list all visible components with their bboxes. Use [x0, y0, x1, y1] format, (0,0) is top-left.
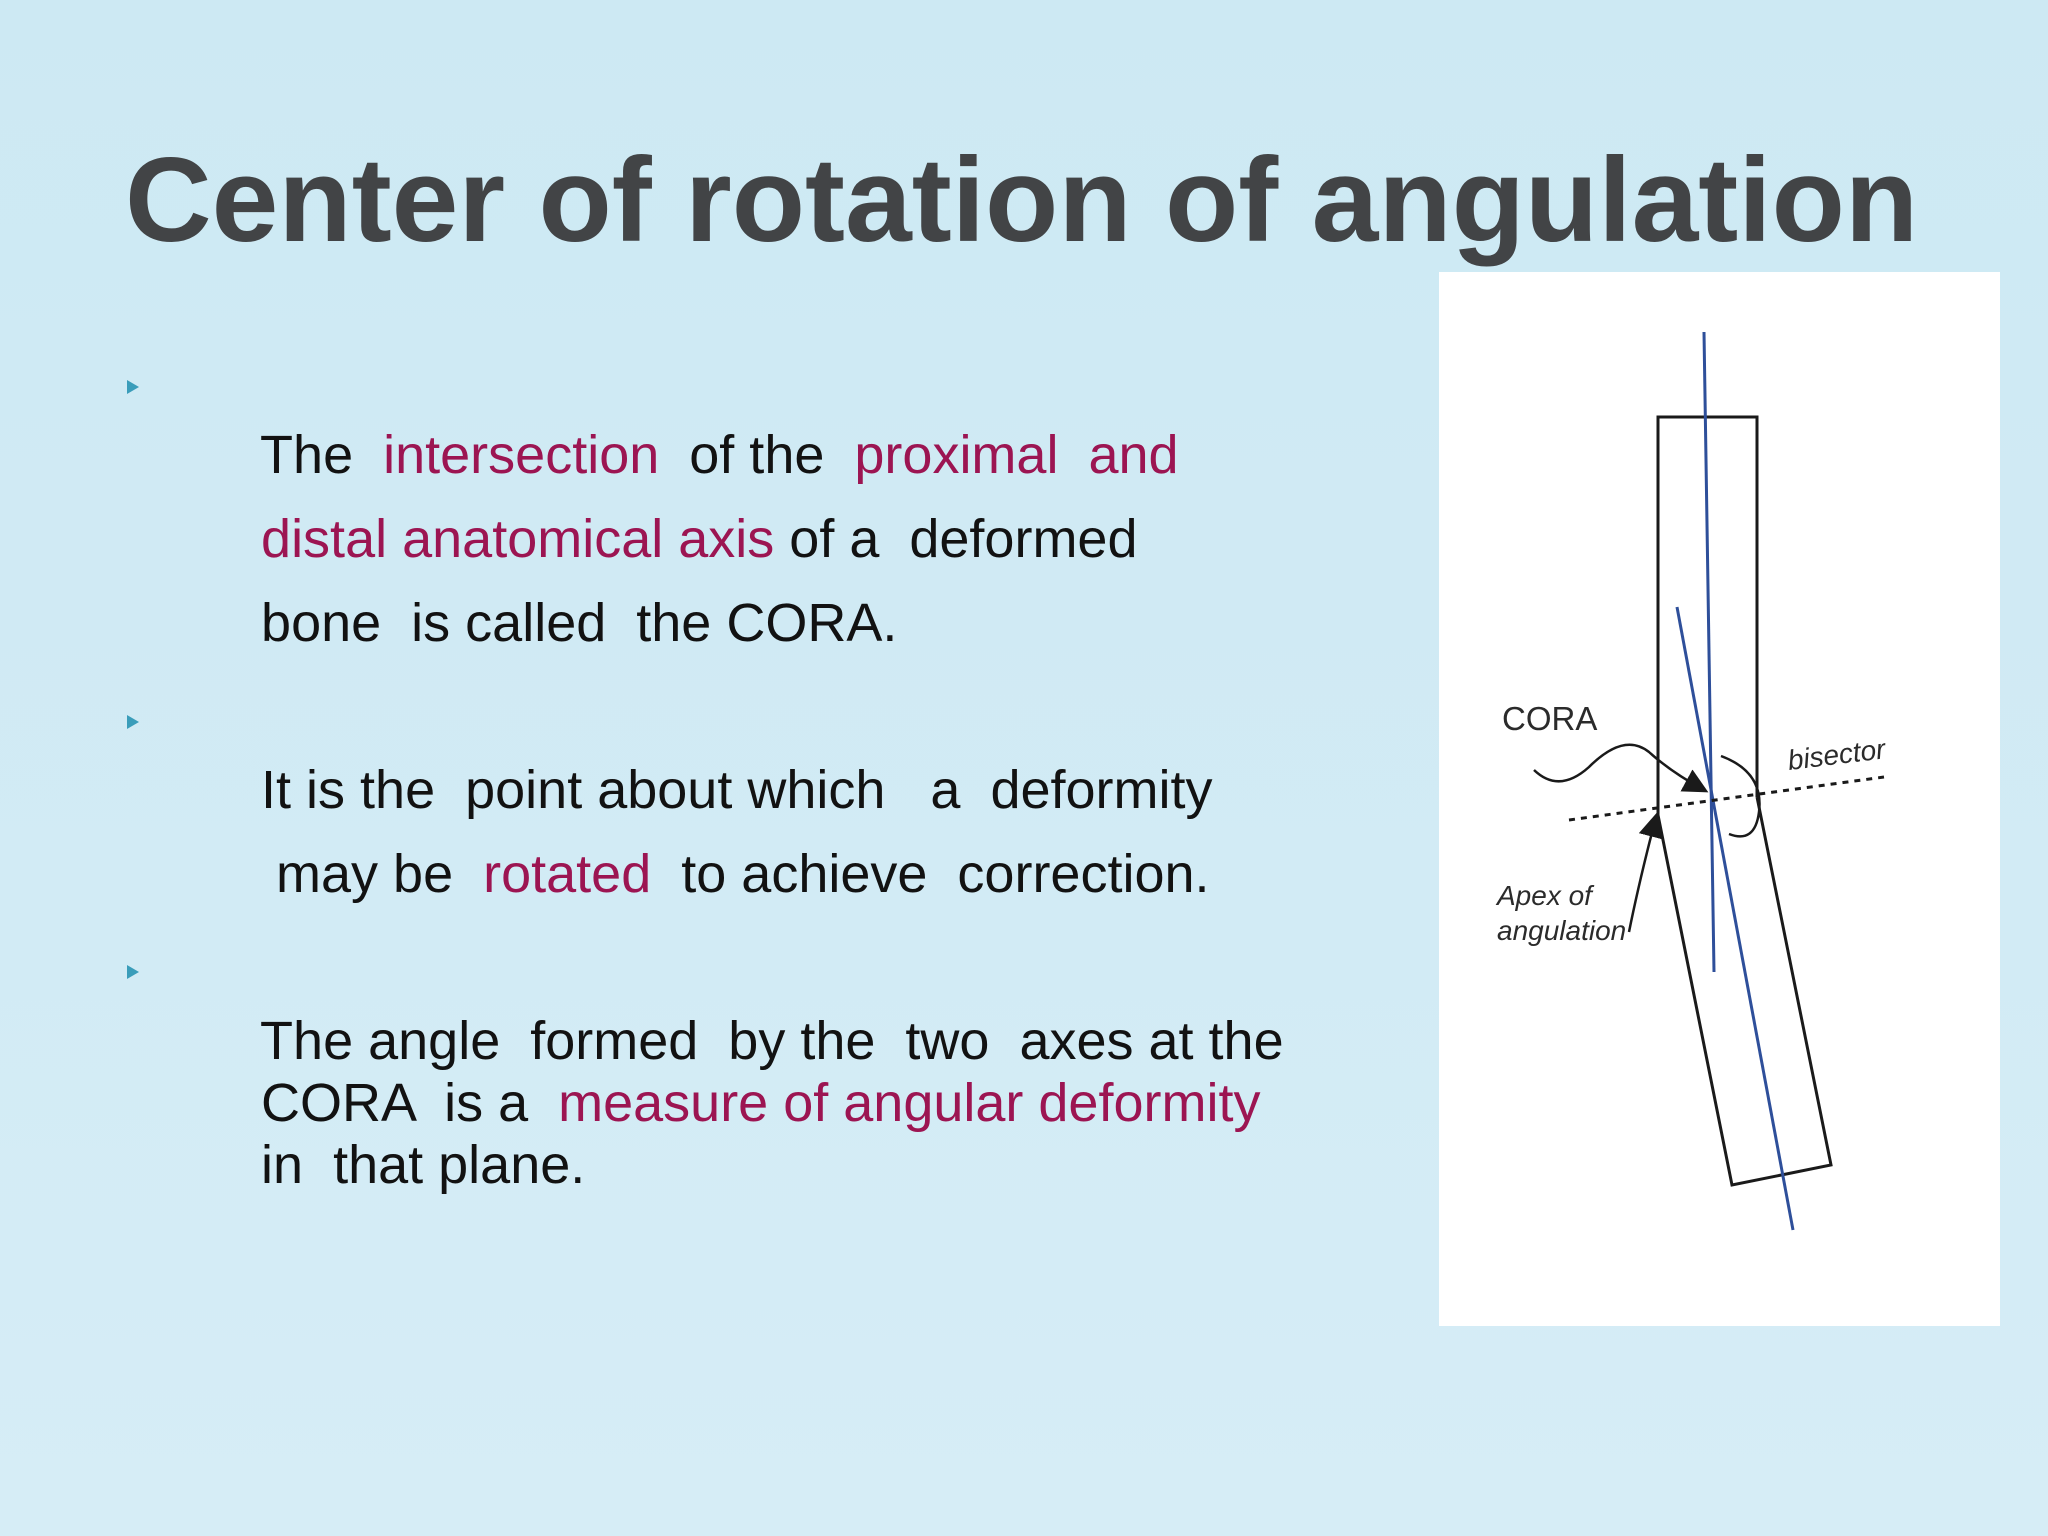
text-run: of the: [659, 425, 855, 485]
cora-label: CORA: [1502, 700, 1597, 737]
cora-pointer: [1533, 743, 1709, 793]
cora-diagram-svg: CORA bisector Apex of angulation: [1495, 331, 1889, 1231]
text-run: to achieve correction.: [651, 844, 1210, 904]
text-run: The: [260, 425, 384, 485]
distal-bone-outline: [1656, 796, 1833, 1187]
text-run: of a deformed: [774, 509, 1138, 569]
bullet-1-line-3: bone is called the CORA.: [171, 530, 897, 716]
bullet-marker-icon: [127, 715, 139, 729]
bullet-2-line-2: may be rotated to achieve correction.: [171, 781, 1210, 967]
bullet-marker-icon: [127, 380, 139, 394]
apex-label-line-2: angulation: [1497, 915, 1626, 946]
bullet-1-line-2: distal anatomical axis of a deformed: [171, 446, 1138, 632]
text-run: CORA is a: [261, 1073, 559, 1133]
text-run: bone is called the CORA.: [261, 593, 898, 653]
text-run: The angle formed by the two axes at the: [260, 1011, 1284, 1071]
text-run: It is the point about which a deformity: [261, 760, 1213, 820]
highlight-term: rotated: [483, 844, 652, 904]
apex-label-line-1: Apex of: [1495, 880, 1595, 911]
bullet-3-line-2: CORA is a measure of angular deformity: [171, 1010, 1260, 1196]
text-run: may be: [261, 844, 484, 904]
angle-arc: [1720, 754, 1761, 838]
bullet-3-line-3: in that plane.: [171, 1072, 585, 1258]
cora-diagram-figure: CORA bisector Apex of angulation: [1439, 272, 2000, 1326]
highlight-term: proximal and: [854, 425, 1179, 485]
apex-pointer: [1627, 812, 1664, 933]
highlight-term: distal anatomical axis: [261, 509, 775, 569]
bullet-2-line-1: It is the point about which a deformity: [171, 697, 1213, 883]
bisector-label: bisector: [1786, 733, 1889, 776]
highlight-term: intersection: [383, 425, 660, 485]
bullet-marker-icon: [127, 965, 139, 979]
proximal-bone-outline: [1656, 415, 1759, 815]
distal-axis-line: [1675, 606, 1795, 1231]
slide-title: Center of rotation of angulation: [125, 133, 1919, 267]
bisector-line: [1568, 775, 1885, 822]
highlight-term: measure of angular deformity: [558, 1073, 1261, 1133]
bullet-3-line-1: The angle formed by the two axes at the: [171, 948, 1284, 1134]
proximal-axis-line: [1702, 331, 1716, 973]
text-run: in that plane.: [261, 1135, 586, 1195]
bullet-1-line-1: The intersection of the proximal and: [171, 362, 1179, 548]
